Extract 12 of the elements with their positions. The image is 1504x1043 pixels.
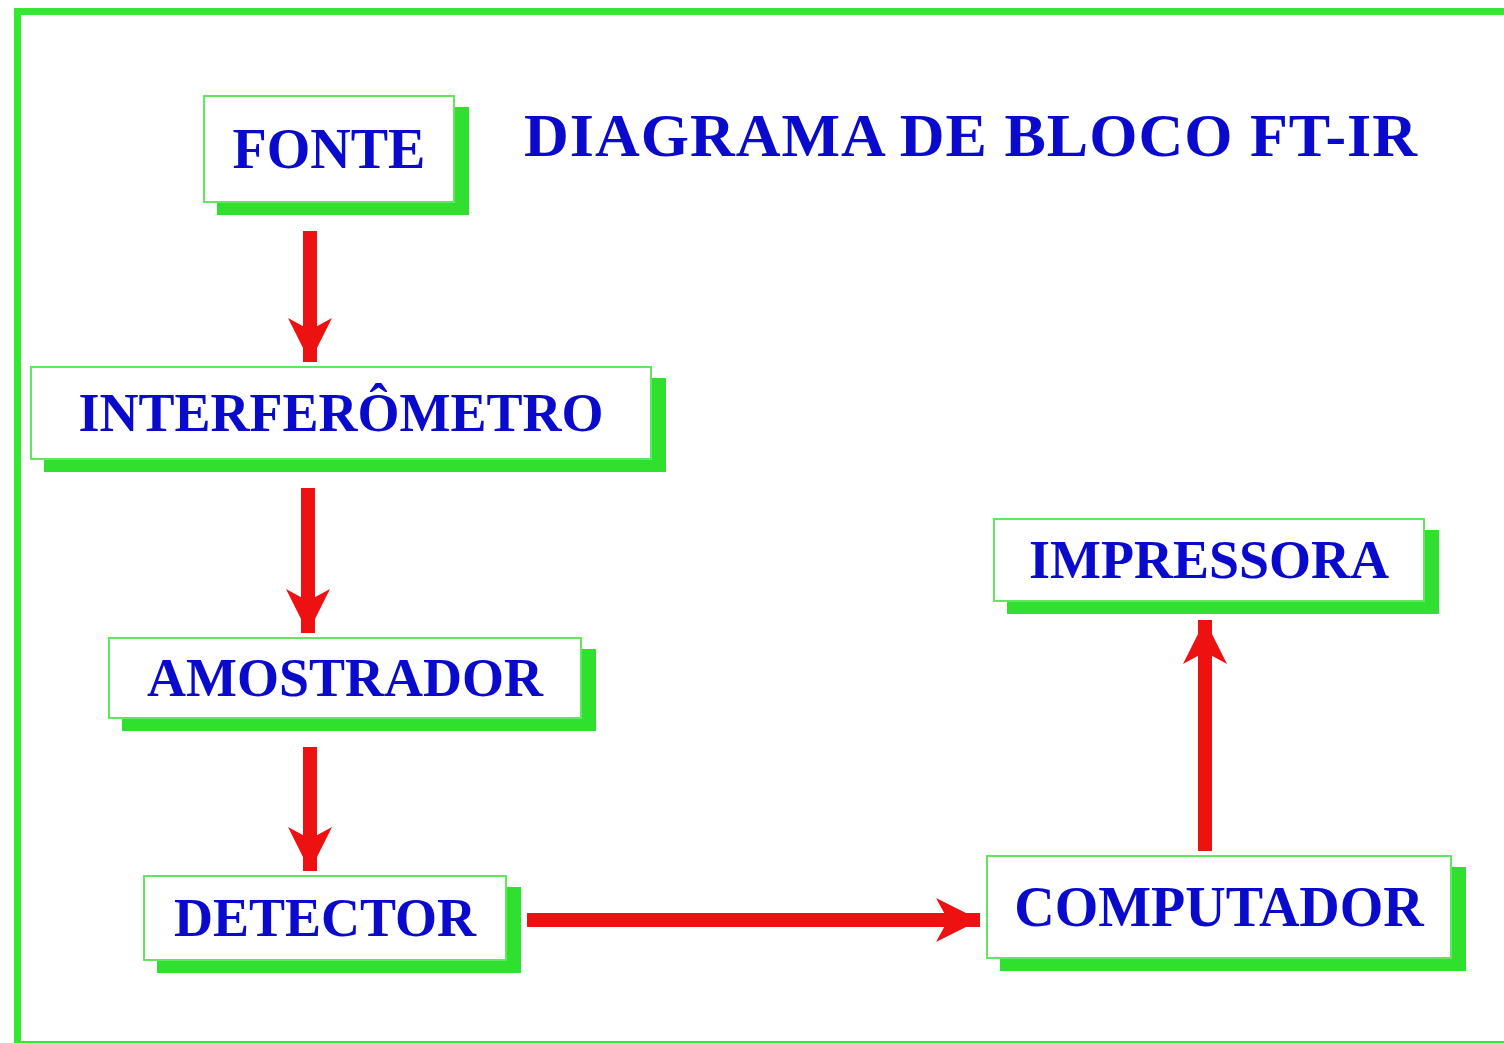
diagram-title: DIAGRAMA DE BLOCO FT-IR [524,100,1418,171]
arrow [1183,620,1227,851]
box-label: IMPRESSORA [1028,529,1389,591]
arrow [288,747,332,871]
box-label: COMPUTADOR [1014,875,1424,939]
arrow [286,488,330,633]
box-label: FONTE [232,117,426,181]
box-label: DETECTOR [173,887,477,949]
arrow [288,231,332,362]
box-label: AMOSTRADOR [147,647,543,709]
box-label: INTERFERÔMETRO [78,382,604,444]
arrow [527,898,980,942]
